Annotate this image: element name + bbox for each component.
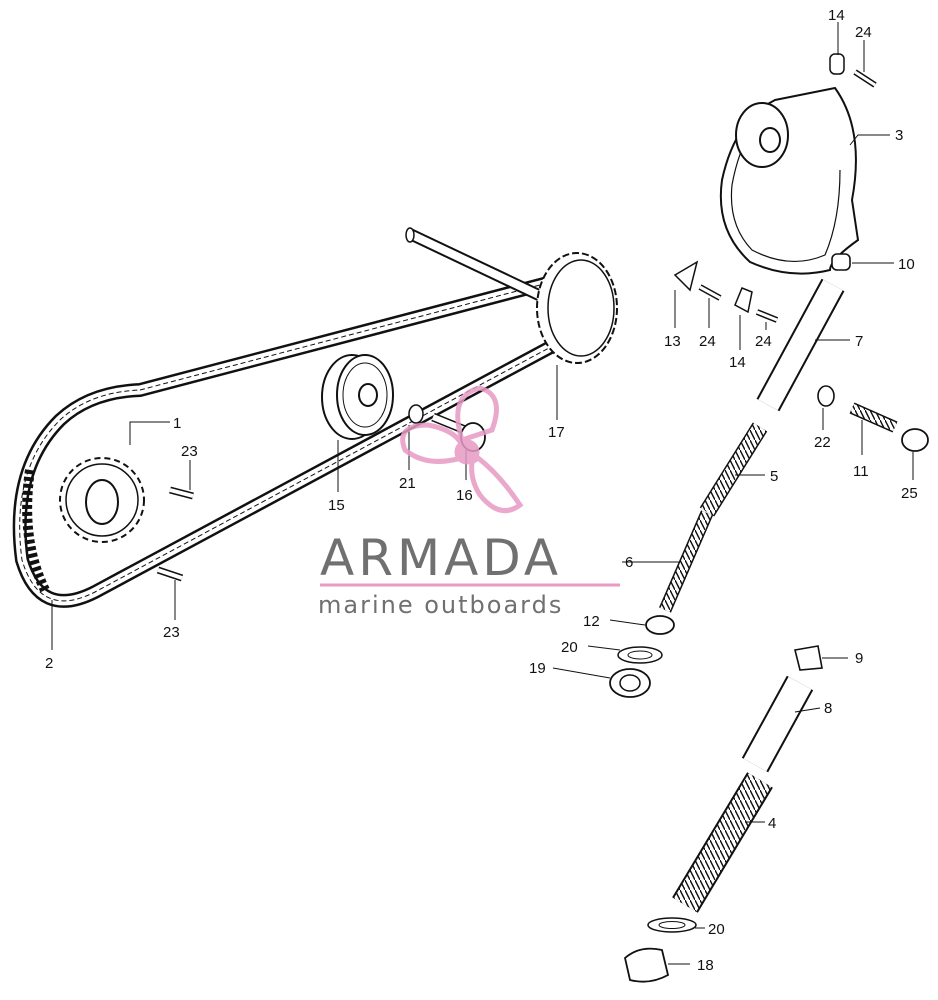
callout-6: 6: [625, 554, 633, 571]
callout-4: 4: [768, 815, 776, 832]
washer-20-upper: [617, 646, 663, 664]
callout-19: 19: [529, 660, 546, 677]
callout-7: 7: [855, 333, 863, 350]
nut-19: [609, 668, 651, 698]
spring-5: [699, 422, 768, 517]
watermark-logo: [400, 385, 524, 514]
propeller-icon: [400, 385, 524, 514]
bolt-23-lower: [156, 566, 184, 582]
watermark-tagline: marine outboards: [318, 591, 563, 619]
callout-labels: 1 2 3 4 5 6 7 8 9 10 11 12 13 14 14 15 1…: [45, 7, 918, 974]
watermark-brand: ARMADA: [320, 529, 562, 587]
oring-22: [817, 385, 835, 407]
callout-21: 21: [399, 475, 416, 492]
leader-lines: [51, 22, 914, 965]
crank-sprocket: [59, 457, 145, 543]
callout-24-mid-right: 24: [755, 333, 772, 350]
callout-22: 22: [814, 434, 831, 451]
callout-3: 3: [895, 127, 903, 144]
callout-20-lower: 20: [708, 921, 725, 938]
callout-14-top: 14: [828, 7, 845, 24]
callout-5: 5: [770, 468, 778, 485]
callout-15: 15: [328, 497, 345, 514]
callout-23-upper: 23: [181, 443, 198, 460]
callout-10: 10: [898, 256, 915, 273]
spring-6: [659, 510, 713, 613]
washer-21: [408, 404, 424, 424]
camshaft: [405, 227, 548, 304]
cam-chain: [12, 276, 569, 608]
plate-14-top: [829, 53, 845, 75]
adjust-bolt-11: [849, 402, 898, 433]
callout-25: 25: [901, 485, 918, 502]
callout-20-upper: 20: [561, 639, 578, 656]
plate-13: [673, 260, 699, 292]
bolt-23-upper: [169, 486, 194, 500]
nut-25: [901, 428, 929, 452]
callout-24-top: 24: [855, 24, 872, 41]
cap-10: [831, 253, 851, 271]
bolt-24-top: [853, 69, 877, 88]
callout-23-lower: 23: [163, 624, 180, 641]
cam-sprocket: [536, 252, 618, 364]
callout-11: 11: [853, 463, 869, 480]
tube-8: [741, 675, 814, 773]
callout-2: 2: [45, 655, 53, 672]
guide-roller: [321, 354, 394, 440]
callout-13: 13: [664, 333, 681, 350]
bolt-24-mid-right: [755, 309, 779, 323]
callout-24-mid-left: 24: [699, 333, 716, 350]
bolt-18: [624, 947, 670, 983]
spring-4: [672, 772, 773, 913]
bolt-24-mid-left: [698, 284, 722, 301]
callout-9: 9: [855, 650, 863, 667]
plate-14-mid: [734, 287, 753, 314]
plug-12: [645, 615, 675, 635]
callout-17: 17: [548, 424, 565, 441]
callout-8: 8: [824, 700, 832, 717]
callout-18: 18: [697, 957, 714, 974]
callout-12: 12: [583, 613, 600, 630]
callout-14-mid: 14: [729, 354, 746, 371]
callout-16: 16: [456, 487, 473, 504]
cap-9: [794, 645, 823, 671]
callout-1: 1: [173, 415, 181, 432]
tensioner-rod: [756, 278, 845, 412]
washer-20-lower: [647, 917, 697, 933]
chain-guide: [719, 86, 860, 275]
